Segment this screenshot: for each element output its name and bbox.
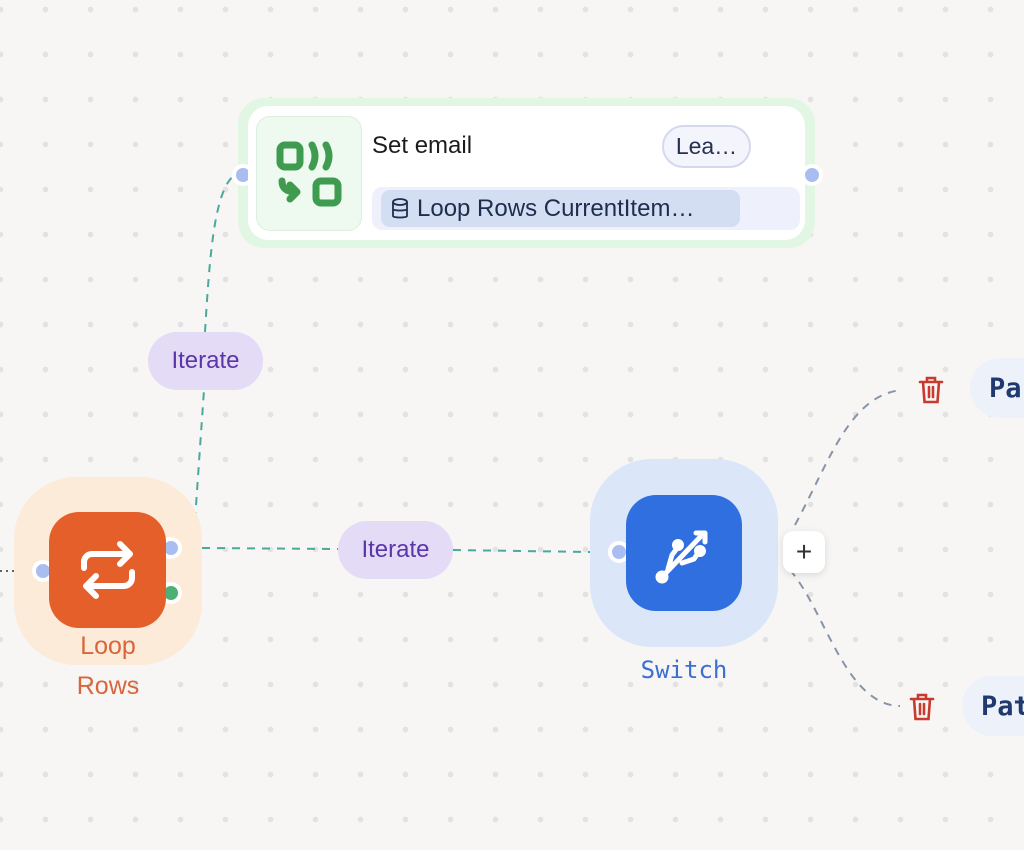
variable-set-icon: [256, 116, 362, 231]
value-chip[interactable]: Loop Rows CurrentItem…: [381, 190, 740, 227]
path-node-1[interactable]: Pa: [970, 358, 1024, 418]
edge-switch-path2: [789, 569, 901, 707]
edge-loop-to-switch: [201, 547, 591, 553]
loop-label-line1: Loop: [80, 632, 136, 660]
path-node-2[interactable]: Pat: [962, 676, 1024, 736]
trash-icon[interactable]: [918, 375, 944, 410]
set-node-badge[interactable]: Lea…: [662, 125, 751, 168]
set-node-title: Set email: [372, 132, 473, 159]
loop-label-line2: Rows: [76, 672, 140, 700]
repeat-icon[interactable]: [49, 512, 166, 628]
value-chip-text: Loop Rows CurrentItem…: [417, 194, 695, 222]
edge-label-iterate-top[interactable]: Iterate: [148, 332, 263, 390]
trash-icon[interactable]: [909, 692, 935, 727]
add-path-button[interactable]: +: [783, 531, 825, 573]
edge-label-iterate-mid[interactable]: Iterate: [338, 521, 453, 579]
database-icon: [391, 197, 409, 220]
edge-switch-path1: [794, 389, 903, 526]
usb-branch-icon[interactable]: [626, 495, 742, 611]
switch-label: Switch: [640, 656, 728, 684]
